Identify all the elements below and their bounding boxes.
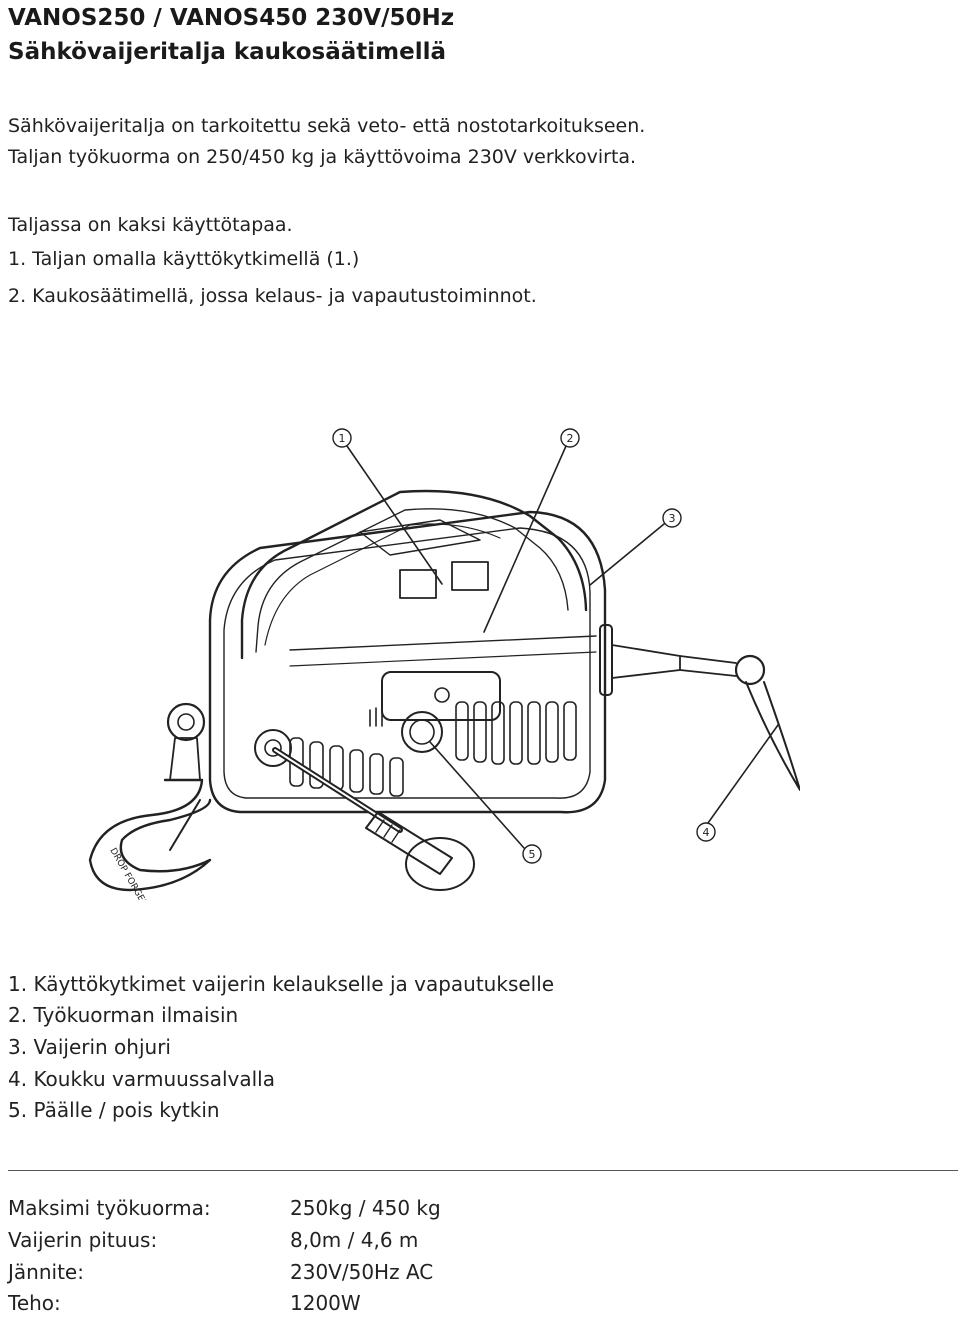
legend-item: 3. Vaijerin ohjuri (8, 1035, 171, 1059)
intro-line-4: 1. Taljan omalla käyttökytkimellä (1.) (8, 248, 360, 270)
callout-2-label: 2 (567, 432, 574, 445)
callout-4-label: 4 (703, 826, 710, 839)
remote-control (365, 811, 453, 875)
page-subtitle: Sähkövaijeritalja kaukosäätimellä (8, 39, 446, 65)
winch-illustration: DROP FORGED 1 2 3 4 5 (88, 428, 800, 901)
intro-line-2: Taljan työkuorma on 250/450 kg ja käyttö… (8, 146, 637, 168)
control-panel (381, 671, 501, 721)
callout-3-label: 3 (669, 512, 676, 525)
spec-value: 250kg / 450 kg (290, 1196, 441, 1220)
spec-value: 230V/50Hz AC (290, 1260, 434, 1284)
legend-item: 1. Käyttökytkimet vaijerin kelaukselle j… (8, 972, 555, 996)
spec-label: Jännite: (8, 1260, 84, 1284)
spec-label: Maksimi työkuorma: (8, 1196, 211, 1220)
callout-3 (662, 508, 682, 528)
swivel-eye (734, 654, 766, 686)
callout-4 (696, 822, 716, 842)
callout-1-label: 1 (339, 432, 346, 445)
spec-label: Teho: (8, 1291, 61, 1315)
hook (88, 778, 212, 892)
intro-line-5: 2. Kaukosäätimellä, jossa kelaus- ja vap… (8, 285, 537, 307)
spec-value: 1200W (290, 1291, 361, 1315)
legend-item: 5. Päälle / pois kytkin (8, 1098, 220, 1122)
callout-5-label: 5 (529, 848, 536, 861)
callout-2 (560, 428, 580, 448)
winch-housing (208, 510, 607, 814)
legend-item: 4. Koukku varmuussalvalla (8, 1067, 275, 1091)
section-divider (8, 1170, 958, 1171)
spec-label: Vaijerin pituus: (8, 1228, 158, 1252)
spec-value: 8,0m / 4,6 m (290, 1228, 419, 1252)
intro-line-1: Sähkövaijeritalja on tarkoitettu sekä ve… (8, 115, 646, 137)
power-switch (401, 711, 443, 753)
page-title: VANOS250 / VANOS450 230V/50Hz (8, 5, 455, 31)
intro-line-3: Taljassa on kaksi käyttötapaa. (8, 214, 293, 236)
callout-1 (332, 428, 352, 448)
winch-handle (240, 489, 588, 660)
hook-text: DROP FORGED (107, 847, 149, 901)
swivel-eye-left (166, 702, 206, 742)
callout-5 (522, 844, 542, 864)
legend-item: 2. Työkuorman ilmaisin (8, 1003, 239, 1027)
